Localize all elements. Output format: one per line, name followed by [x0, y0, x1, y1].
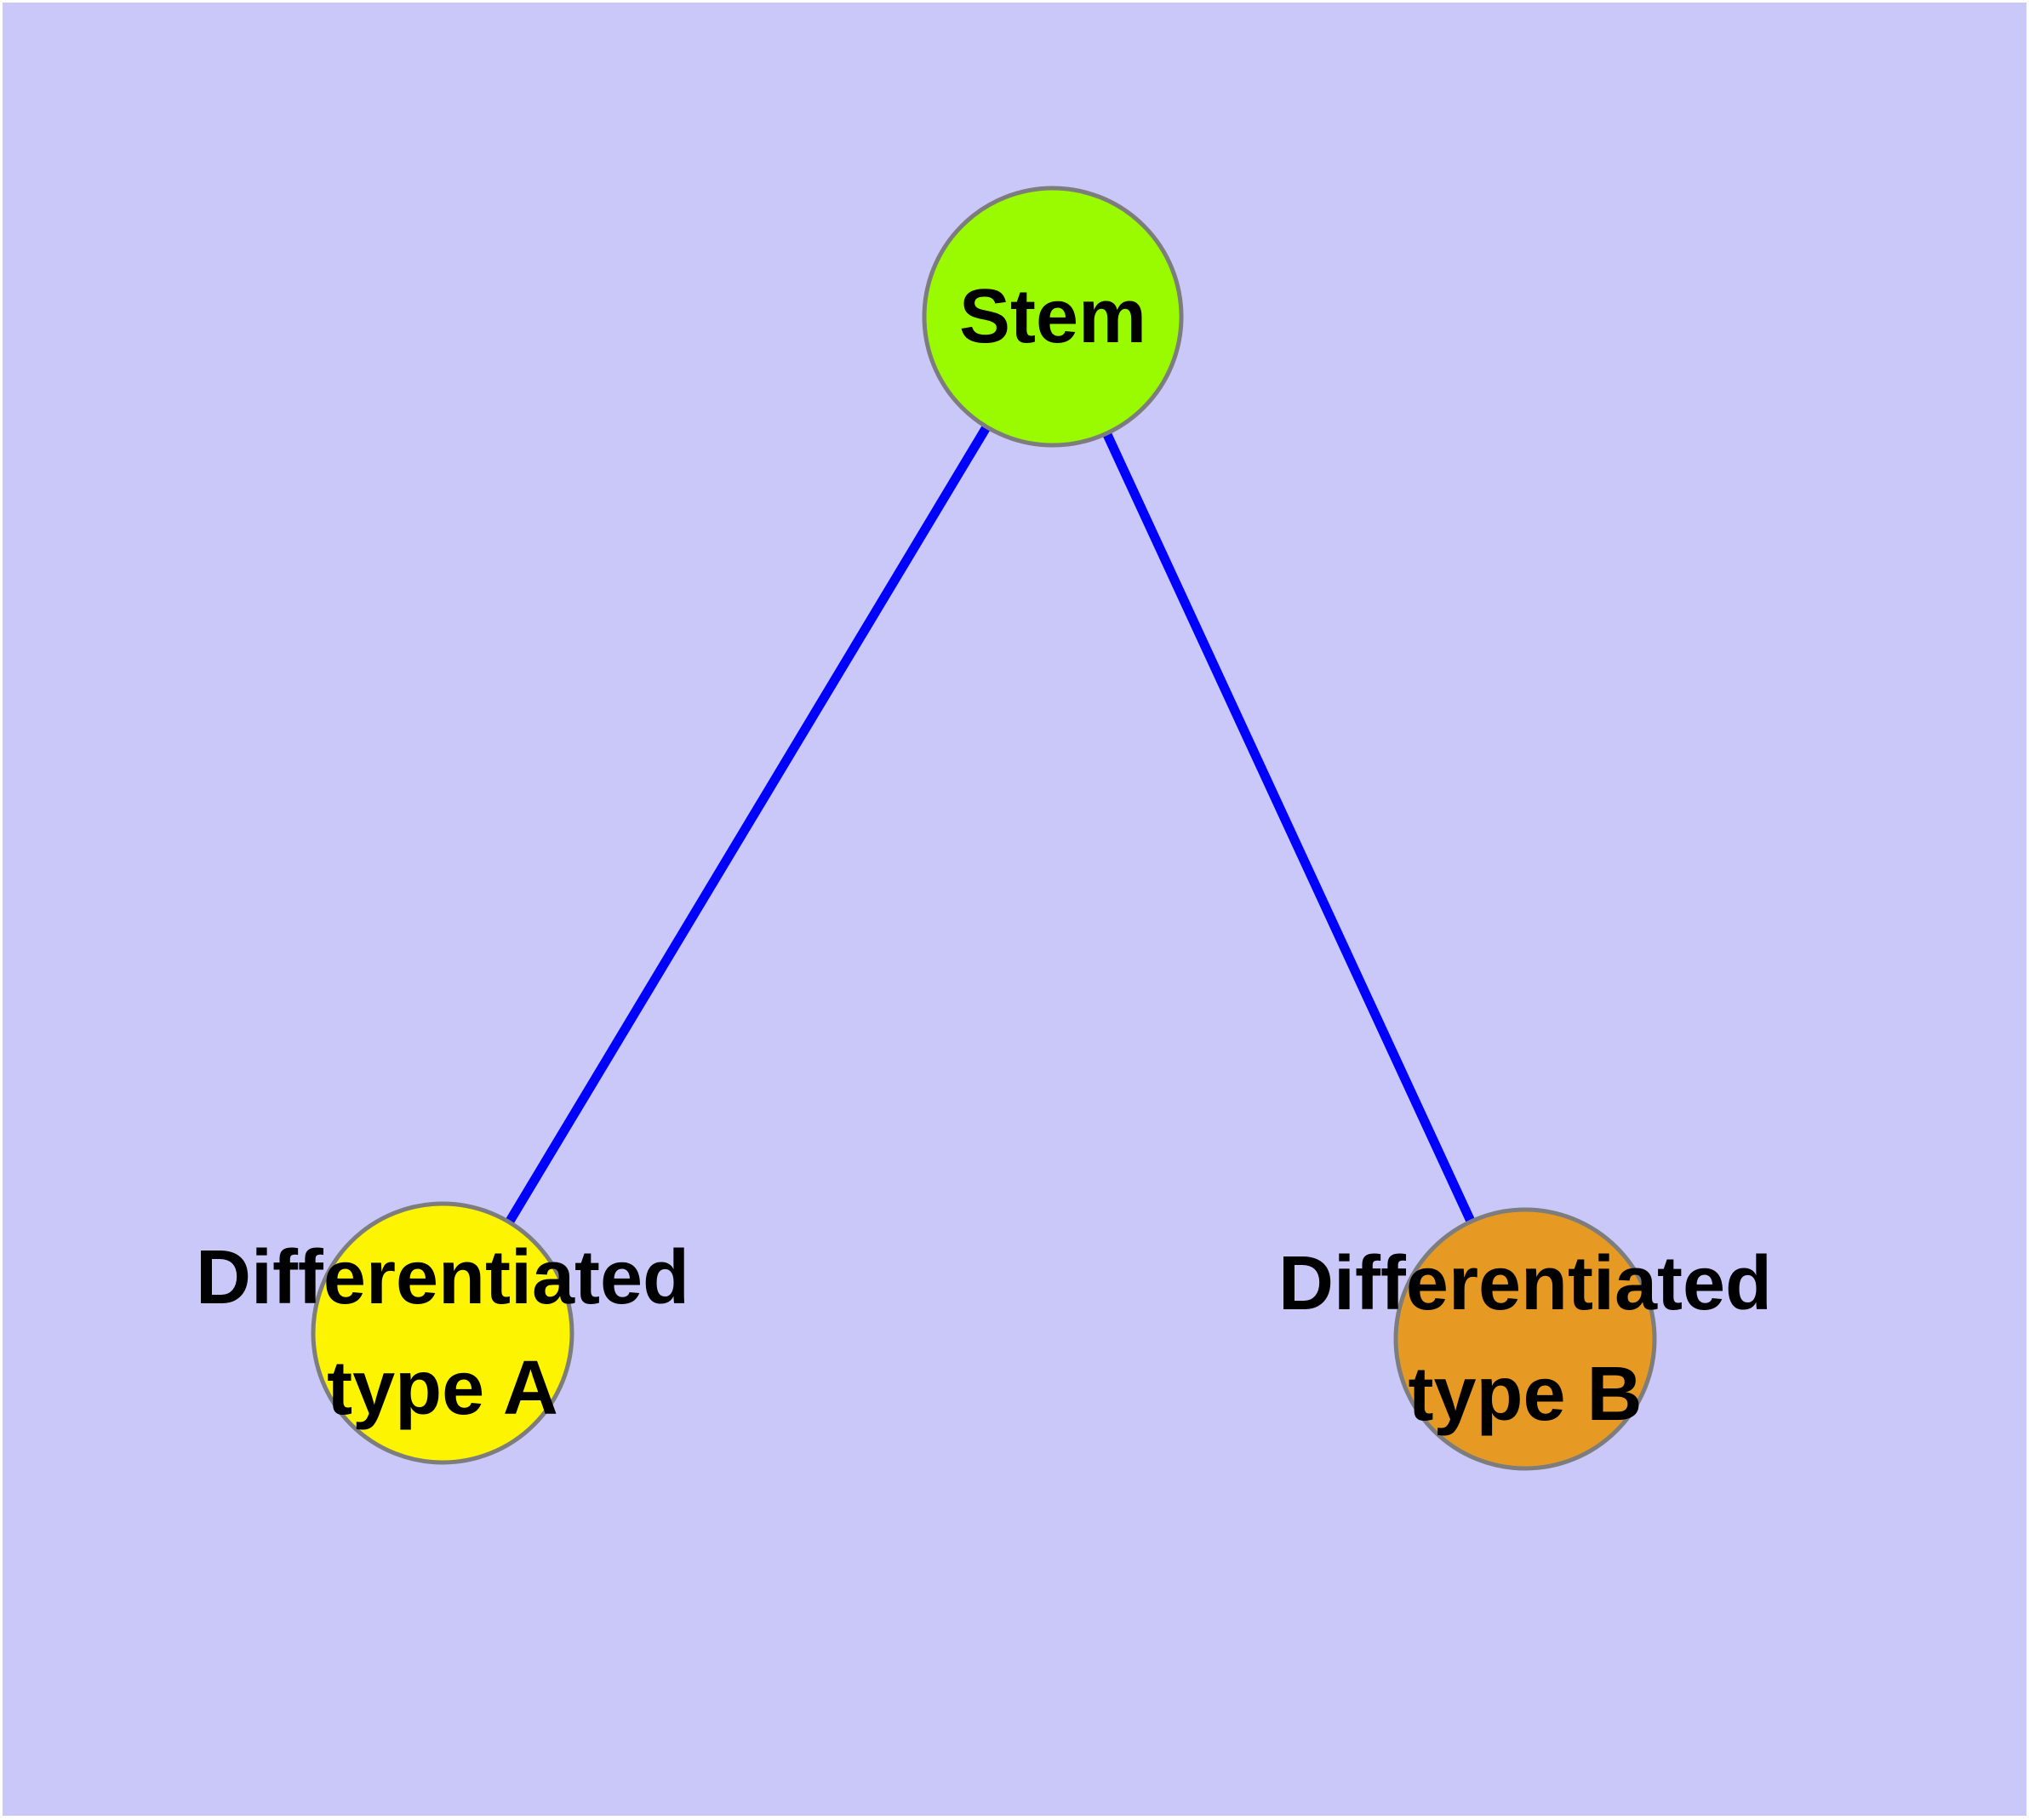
node-label-line: type A: [327, 1346, 558, 1431]
nodes-layer: [311, 186, 1657, 1471]
node-label-stem: Stem: [959, 274, 1146, 359]
node-label-line: Stem: [959, 274, 1146, 359]
node-label-line: type B: [1408, 1352, 1642, 1437]
edge-stem-to-differentiated-type-b: [1049, 314, 1529, 1342]
node-label-differentiated-type-a: Differentiated type A: [196, 1235, 689, 1431]
edge-stem-to-differentiated-type-a: [438, 314, 1057, 1336]
node-stem: [922, 186, 1184, 448]
node-differentiated-type-a: [311, 1201, 574, 1465]
node-label-line: Differentiated: [196, 1235, 689, 1320]
node-differentiated-type-b: [1393, 1207, 1657, 1471]
node-label-differentiated-type-b: Differentiated type B: [1278, 1241, 1772, 1437]
node-label-line: Differentiated: [1278, 1241, 1772, 1326]
edges-layer: [438, 314, 1529, 1342]
